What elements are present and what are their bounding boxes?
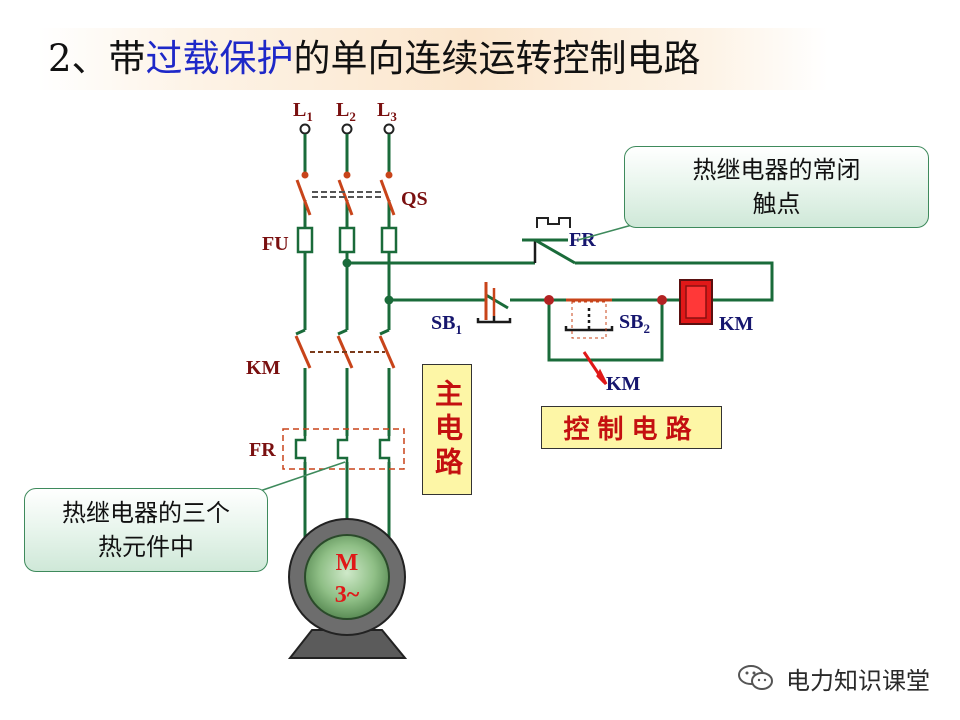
motor-label-m: M xyxy=(336,550,359,576)
callout-fr-contact-line2: 触点 xyxy=(752,190,801,218)
label-sb1: SB1 xyxy=(431,312,462,337)
km-blade-1 xyxy=(294,335,312,369)
callout-fr-contact: 热继电器的常闭 触点 xyxy=(624,146,929,228)
fu-fuses xyxy=(296,226,398,254)
km-main-contacts xyxy=(294,328,396,369)
label-qs: QS xyxy=(401,188,428,210)
label-fr-main: FR xyxy=(249,439,276,461)
callout-pointer-fr-elements xyxy=(256,461,346,493)
label-km-main: KM xyxy=(246,357,281,379)
fuse-2 xyxy=(338,226,356,254)
motor-label-phase: 3~ xyxy=(335,582,360,608)
label-sb2: SB2 xyxy=(619,311,650,336)
watermark-text: 电力知识课堂 xyxy=(786,666,930,695)
label-l3: L3 xyxy=(377,99,397,124)
control-circuit-box: 控制电路 xyxy=(541,406,722,449)
motor xyxy=(287,518,408,659)
callout-fr-elements-line2: 热元件中 xyxy=(98,533,194,561)
main-circuit-box: 主电路 xyxy=(422,364,472,495)
qs-switch xyxy=(295,171,396,216)
sb2-start-button xyxy=(564,298,614,339)
km-blade-3 xyxy=(378,335,396,369)
label-l2: L2 xyxy=(336,99,356,124)
fr-dashed-box xyxy=(282,428,405,470)
label-fu: FU xyxy=(262,233,289,255)
motor-rotor xyxy=(304,534,390,620)
fuse-1 xyxy=(296,226,314,254)
page-title: 2、带过载保护的单向连续运转控制电路 xyxy=(48,34,701,84)
wire-ctrl-top-right xyxy=(575,261,774,302)
title-band xyxy=(38,28,828,90)
qs-blade-3 xyxy=(379,179,396,216)
wechat-icon xyxy=(738,665,773,690)
callout-fr-elements: 热继电器的三个 热元件中 xyxy=(24,488,268,572)
junctions xyxy=(342,258,667,305)
control-circuit-label: 控制电路 xyxy=(563,415,700,445)
terminal-l2 xyxy=(341,123,353,135)
main-circuit-label: 主电路 xyxy=(431,378,464,481)
title-highlight: 过载保护 xyxy=(145,37,294,80)
title-suffix: 的单向连续运转控制电路 xyxy=(293,37,701,80)
main-circuit xyxy=(299,123,395,548)
fuse-3 xyxy=(380,226,398,254)
qs-blade-2 xyxy=(337,179,354,216)
terminal-l1 xyxy=(299,123,311,135)
label-km-aux: KM xyxy=(606,373,641,395)
km-coil xyxy=(679,279,713,325)
sb1-stop-button xyxy=(476,282,512,324)
fr-thermal-elements xyxy=(282,428,405,470)
terminal-l3 xyxy=(383,123,395,135)
km-aux-contact xyxy=(582,351,612,386)
label-km-coil: KM xyxy=(719,313,754,335)
callout-fr-contact-line1: 热继电器的常闭 xyxy=(692,156,861,184)
label-l1: L1 xyxy=(293,99,313,124)
callout-pointer-fr-contact xyxy=(577,224,633,241)
control-circuit xyxy=(347,261,774,362)
watermark: 电力知识课堂 xyxy=(736,660,930,696)
title-prefix: 2、带 xyxy=(48,37,146,80)
callout-fr-elements-line1: 热继电器的三个 xyxy=(62,499,230,527)
qs-blade-1 xyxy=(295,179,312,216)
wire-km-aux xyxy=(547,300,594,362)
fr-nc-contact xyxy=(522,217,576,265)
label-fr-ctrl: FR xyxy=(569,229,596,251)
